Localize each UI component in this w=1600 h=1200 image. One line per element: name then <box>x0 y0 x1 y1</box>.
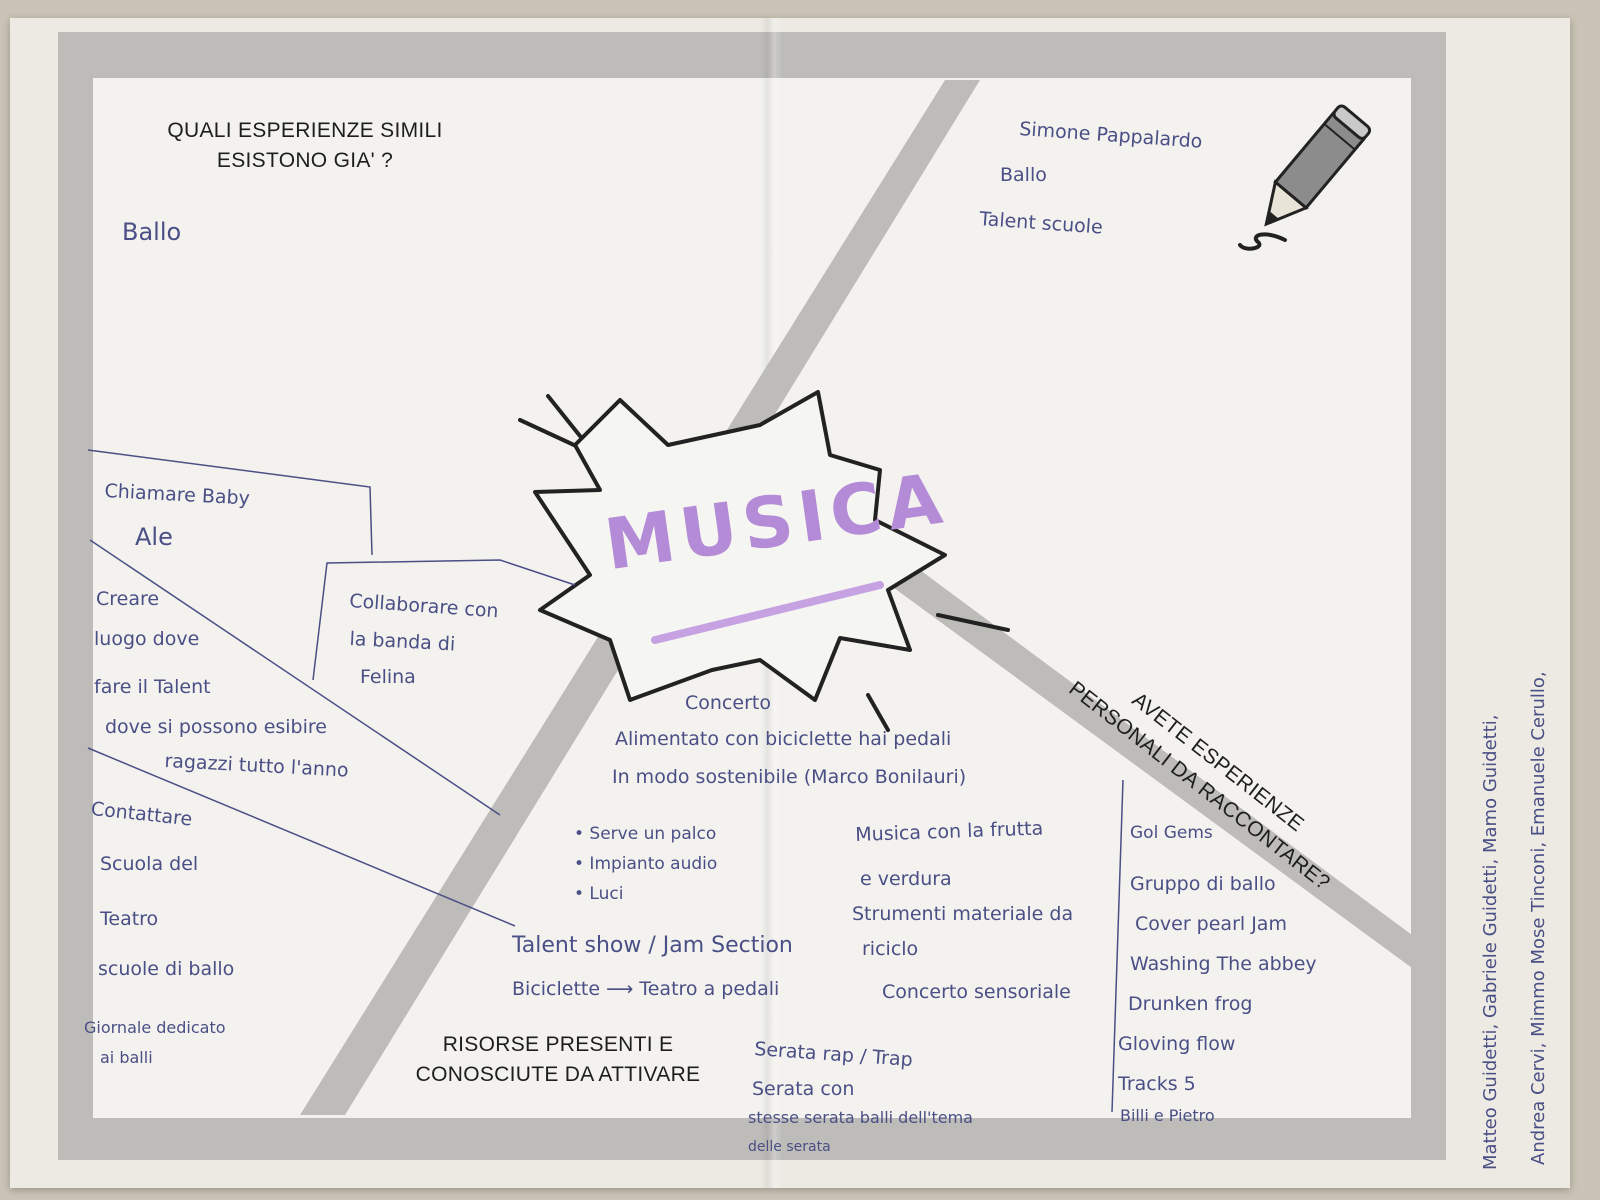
note-right: Washing The abbey <box>1130 953 1317 975</box>
note-center: • Impianto audio <box>574 854 718 874</box>
note-left: Giornale dedicato <box>84 1018 226 1037</box>
heading-line: CONOSCIUTE DA ATTIVARE <box>415 1063 701 1086</box>
note-center: stesse serata balli dell'tema <box>748 1108 973 1127</box>
note-right: Gruppo di ballo <box>1130 873 1276 895</box>
note-left: Teatro <box>100 908 159 930</box>
heading-resources: RISORSE PRESENTI E CONOSCIUTE DA ATTIVAR… <box>378 1030 738 1090</box>
note-center: Talent show / Jam Section <box>512 933 793 958</box>
note-right: Drunken frog <box>1128 993 1253 1015</box>
note-right: Billi e Pietro <box>1120 1106 1215 1125</box>
note-ballo: Ballo <box>122 218 182 246</box>
pencil-icon <box>1264 104 1372 227</box>
note-center: Concerto <box>685 692 771 714</box>
note-center: Alimentato con biciclette hai pedali <box>615 728 952 750</box>
note-center: e verdura <box>860 868 952 890</box>
note-right: Gloving flow <box>1118 1033 1236 1055</box>
heading-line: RISORSE PRESENTI E <box>442 1033 674 1056</box>
note-left: scuole di ballo <box>98 958 235 980</box>
heading-line: ESISTONO GIA' ? <box>216 149 394 172</box>
note-left: Scuola del <box>100 853 199 875</box>
note-top-right: Ballo <box>1000 164 1047 186</box>
note-center: • Luci <box>574 884 624 904</box>
note-left: la banda di <box>348 628 456 656</box>
note-left: Creare <box>96 588 160 610</box>
note-left: luogo dove <box>94 628 200 650</box>
note-right: Gol Gems <box>1130 823 1213 843</box>
explosion-burst <box>533 390 947 702</box>
note-center: Biciclette ⟶ Teatro a pedali <box>512 978 780 1000</box>
note-box-outline-2 <box>312 559 576 681</box>
heading-similar-experiences: QUALI ESPERIENZE SIMILI ESISTONO GIA' ? <box>140 116 470 176</box>
note-box-outline-1 <box>87 449 373 556</box>
note-center: Serata con <box>752 1078 855 1100</box>
note-left: fare il Talent <box>94 676 211 698</box>
note-left: Ale <box>135 523 173 551</box>
heading-line: QUALI ESPERIENZE SIMILI <box>167 119 443 142</box>
diagonal-band-right <box>890 570 1412 968</box>
note-right: Tracks 5 <box>1118 1073 1196 1095</box>
note-center: delle serata <box>748 1139 831 1155</box>
note-left: dove si possono esibire <box>105 716 327 738</box>
names-margin: Matteo Guidetti, Gabriele Guidetti, Mamo… <box>1480 714 1501 1170</box>
note-center: • Serve un palco <box>574 824 717 844</box>
note-center: riciclo <box>862 938 919 960</box>
note-center: Strumenti materiale da <box>852 903 1074 925</box>
note-right: Cover pearl Jam <box>1135 913 1287 935</box>
names-margin: Andrea Cervi, Mimmo Mose Tinconi, Emanue… <box>1528 671 1549 1165</box>
note-center: In modo sostenibile (Marco Bonilauri) <box>612 766 967 788</box>
note-left: Felina <box>360 666 416 688</box>
note-left: ai balli <box>100 1048 153 1067</box>
note-center: Concerto sensoriale <box>882 981 1071 1003</box>
